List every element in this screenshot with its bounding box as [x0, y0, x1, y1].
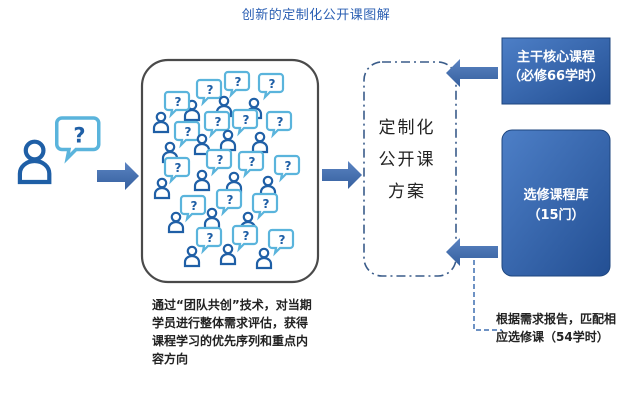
core-course-name: 主干核心课程: [516, 50, 595, 65]
arrow-to-center-box: [322, 161, 362, 189]
elective-library-name: 选修课程库: [523, 188, 589, 203]
core-course-hours: （必修66学时）: [507, 69, 605, 84]
svg-text:?: ?: [73, 124, 85, 148]
arrow-to-team-box: [97, 162, 139, 190]
elective-connector-line: [473, 260, 502, 331]
main-question-bubble-icon: ?: [55, 116, 101, 164]
elective-library-label: 选修课程库 （15门）: [500, 186, 612, 226]
custom-course-label: 定制化 公开课 方案: [362, 112, 452, 208]
main-person-icon: [17, 139, 52, 185]
custom-course-box: [363, 61, 457, 277]
elective-library-count: （15门）: [527, 208, 585, 223]
elective-library-box: [501, 129, 611, 277]
core-course-label: 主干核心课程 （必修66学时）: [500, 48, 612, 86]
arrow-from-core-course: [446, 59, 498, 87]
diagram-title: 创新的定制化公开课图解: [241, 8, 391, 23]
custom-course-line-3: 方案: [388, 182, 426, 202]
team-cocreation-description: 通过“团队共创”技术，对当期学员进行整体需求评估，获得课程学习的优先序列和重点内…: [152, 298, 312, 366]
elective-matching-description: 根据需求报告，匹配相应选修课（54学时）: [496, 312, 617, 344]
custom-course-line-1: 定制化: [378, 118, 436, 138]
core-course-box: [501, 37, 611, 105]
arrow-from-elective-library: [446, 238, 498, 266]
custom-course-line-2: 公开课: [378, 150, 436, 170]
